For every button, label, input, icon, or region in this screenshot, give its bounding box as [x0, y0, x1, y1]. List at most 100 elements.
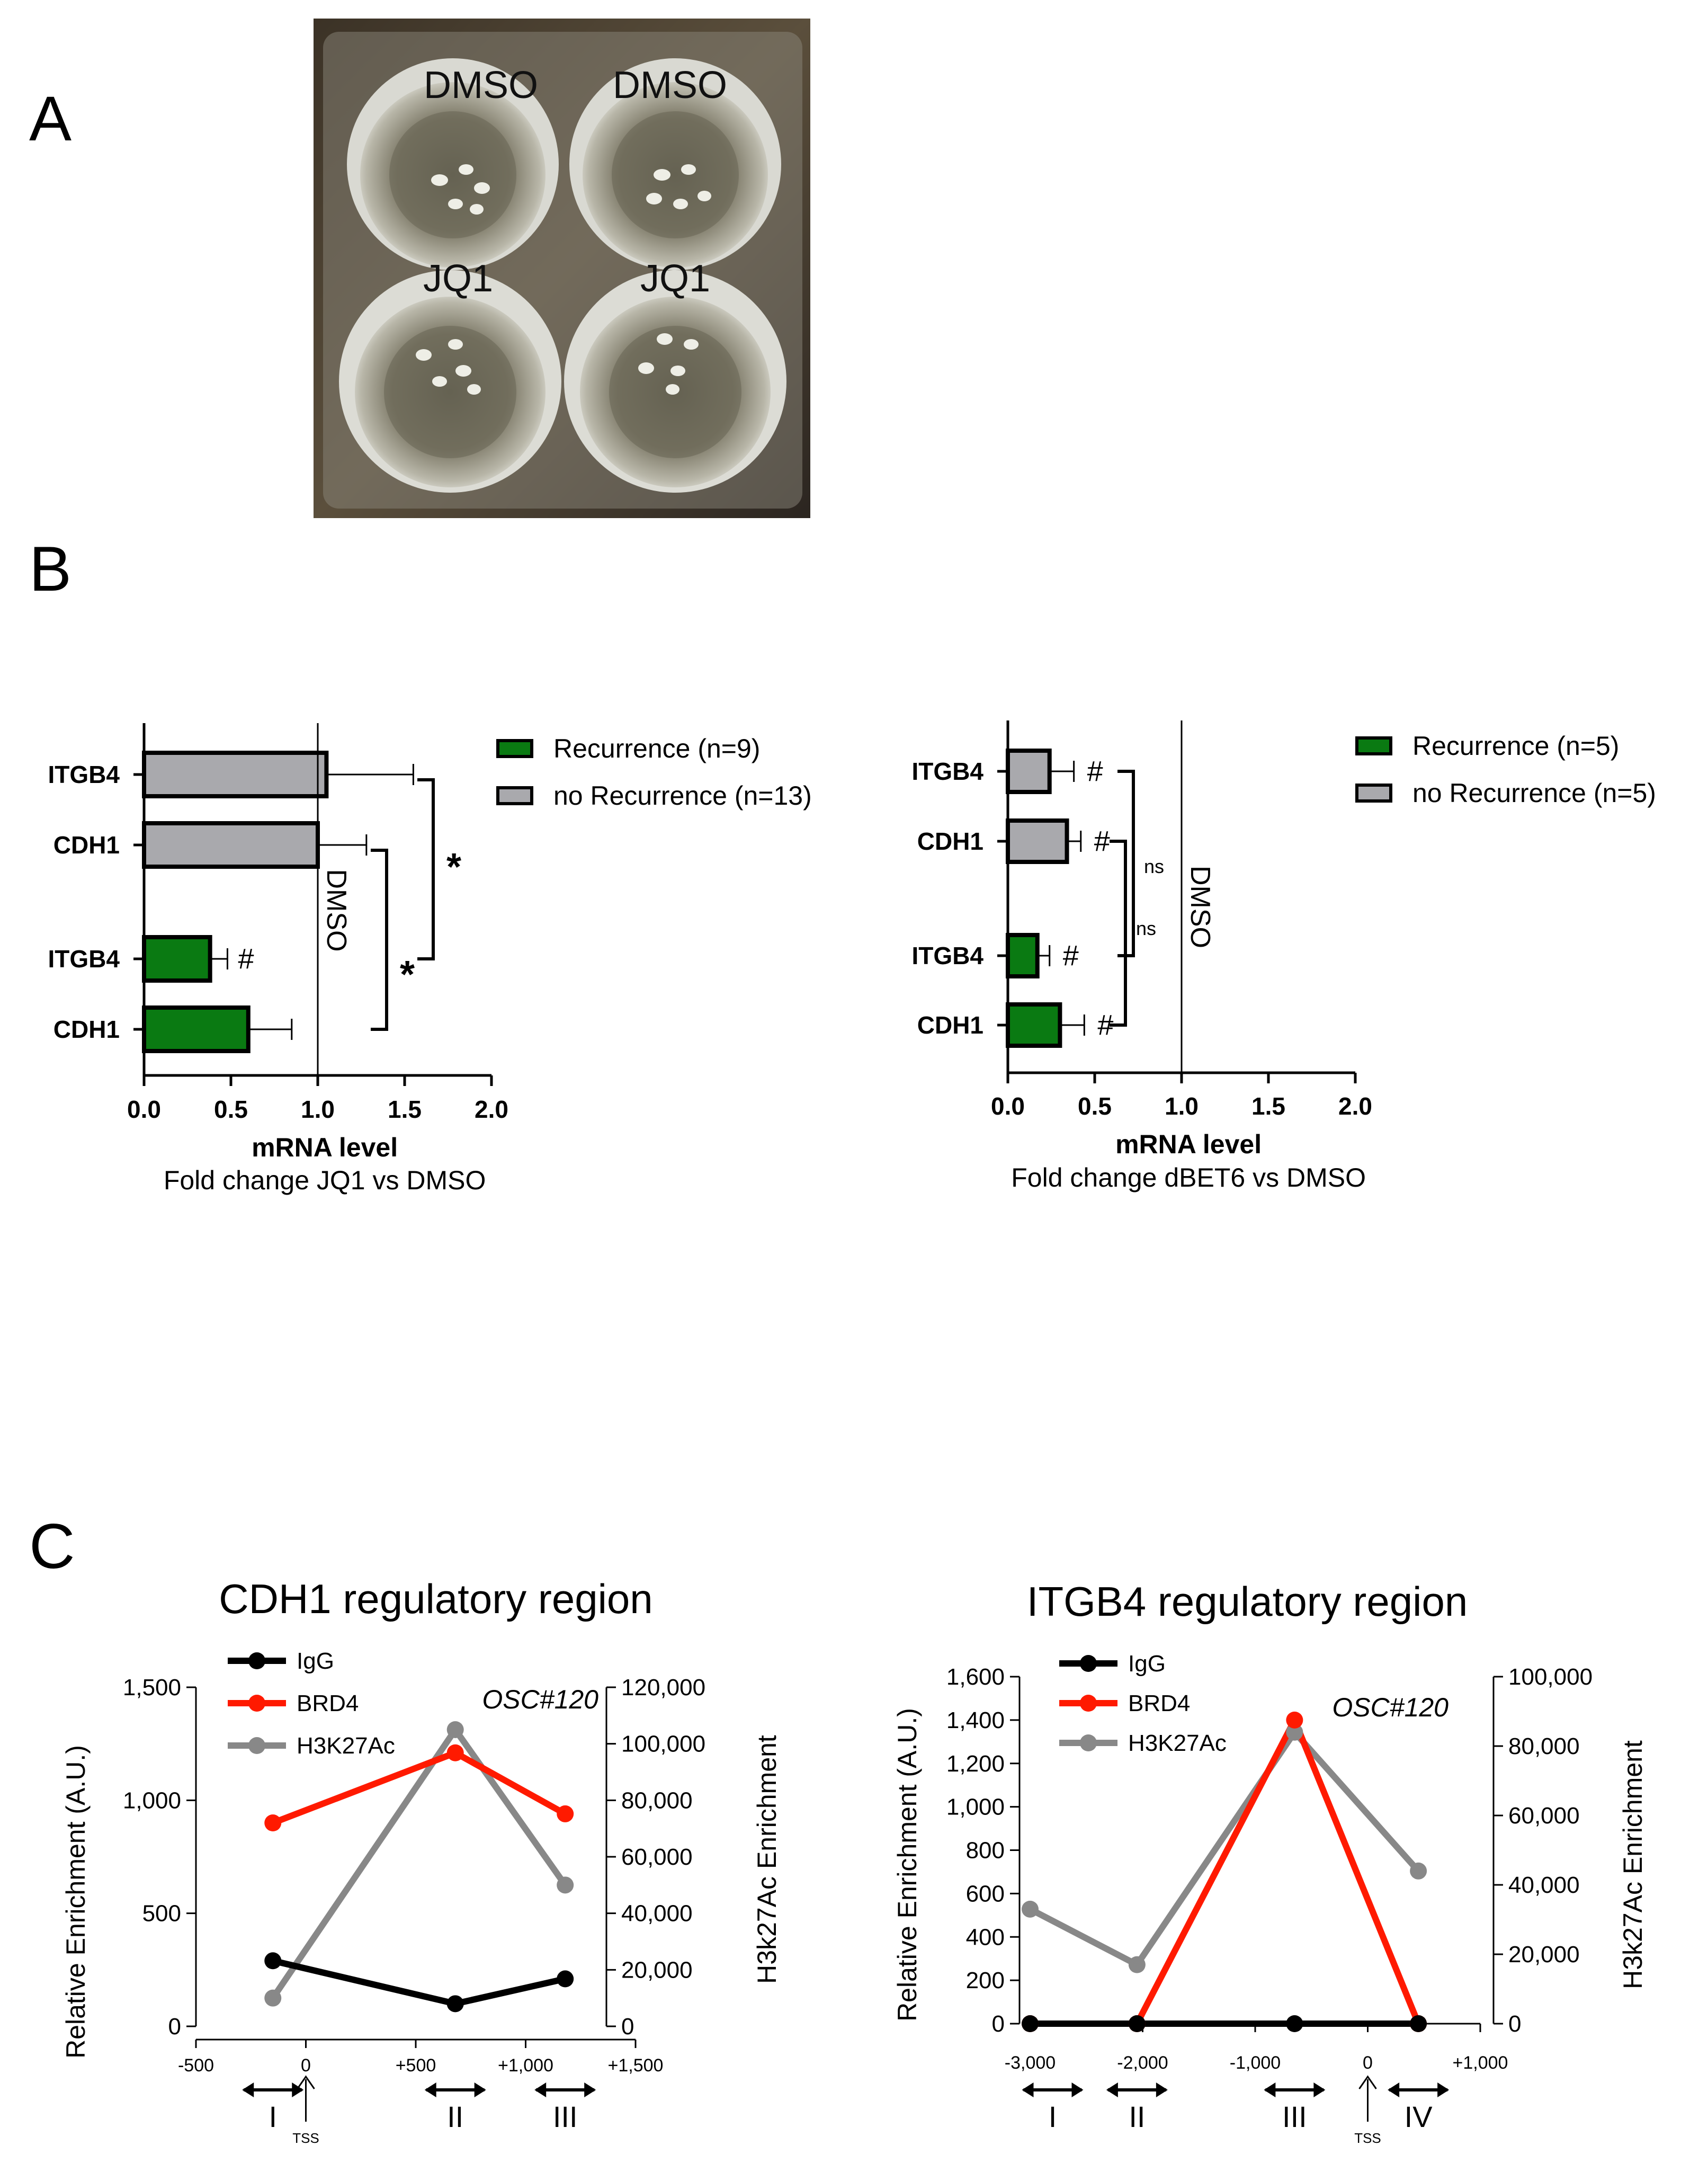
y-tick-label: 200	[966, 1968, 1005, 1993]
x-tick-label: 0.0	[991, 1092, 1025, 1120]
panel-label-b: B	[29, 533, 71, 604]
error-bars	[1037, 761, 1085, 1036]
region-arrow-head-right	[1437, 2082, 1450, 2097]
significance-marker: #	[1094, 825, 1110, 857]
well-bottom-left	[339, 270, 561, 493]
region-arrow-head-right	[584, 2082, 596, 2097]
region-arrow-head-left	[1388, 2082, 1400, 2097]
point-h3k27ac	[446, 1721, 464, 1738]
legend-label-recurrence: Recurrence (n=5)	[1412, 731, 1619, 761]
x-tick-label: 1.5	[1251, 1092, 1285, 1120]
region-label-i: I	[269, 2100, 277, 2133]
point-h3k27ac	[1286, 1723, 1303, 1741]
bar-no-recurrence-n-13-cdh1	[142, 821, 320, 869]
y2-tick-label: 0	[1508, 2011, 1521, 2037]
point-igg	[1286, 2015, 1303, 2032]
x-tick-label: 2.0	[475, 1096, 508, 1123]
axes	[133, 723, 493, 1086]
significance-label: ns	[1136, 918, 1156, 939]
tss-arrow-head	[1358, 2075, 1377, 2089]
point-brd4	[264, 1814, 282, 1831]
x-tick-label: +1,000	[498, 2055, 553, 2076]
y2-tick-label: 80,000	[1508, 1733, 1580, 1759]
x-tick-label: 1.0	[1165, 1092, 1199, 1120]
y-tick-label: 1,400	[946, 1707, 1005, 1733]
chart-title: ITGB4 regulatory region	[1027, 1578, 1468, 1625]
x-tick-label: +1,000	[1453, 2053, 1508, 2073]
line-chart-cdh1: CDH1 regulatory region OSC#120 05001,000…	[61, 1575, 782, 2146]
category-label-itgb4: ITGB4	[912, 942, 984, 969]
category-label-itgb4: ITGB4	[48, 761, 120, 788]
y2-tick-label: 80,000	[621, 1787, 693, 1813]
point-igg	[1128, 2015, 1146, 2032]
reference-label-dmso: DMSO	[1185, 866, 1215, 948]
legend-marker-igg	[1080, 1655, 1097, 1672]
point-h3k27ac	[1022, 1900, 1039, 1918]
legend-swatch-recurrence	[1355, 736, 1392, 755]
y2-tick-label: 0	[621, 2014, 634, 2040]
legend-label-h3k27ac: H3K27Ac	[1128, 1730, 1227, 1756]
markers: ####	[1063, 755, 1114, 1041]
region-arrow-head-left	[242, 2082, 254, 2097]
point-igg	[1022, 2015, 1039, 2032]
legend: Recurrence (n=9) no Recurrence (n=13)	[496, 734, 812, 811]
x-tick-label: +500	[396, 2055, 436, 2076]
x-tick-label: 0.5	[1078, 1092, 1112, 1120]
line-h3k27ac	[1029, 1729, 1421, 1968]
point-h3k27ac	[557, 1876, 574, 1894]
legend-label-igg: IgG	[297, 1648, 334, 1674]
y-tick-label: 1,500	[123, 1675, 181, 1701]
category-label-itgb4: ITGB4	[48, 945, 120, 973]
point-h3k27ac	[1410, 1862, 1427, 1880]
axes	[186, 1686, 637, 2048]
y2-tick-label: 100,000	[1508, 1664, 1593, 1690]
legend-marker-igg	[248, 1652, 265, 1669]
legend-label-no-recurrence: no Recurrence (n=5)	[1412, 778, 1656, 808]
bar-recurrence-n-9-itgb4	[142, 935, 212, 983]
y-tick-label: 0	[992, 2011, 1005, 2037]
y2-tick-label: 40,000	[621, 1901, 693, 1927]
legend-label-igg: IgG	[1128, 1651, 1166, 1677]
line-brd4	[1030, 1716, 1421, 2027]
x-tick-label: +1,500	[608, 2055, 664, 2076]
bar-recurrence-n-9-cdh1	[142, 1005, 251, 1053]
y-tick-label: 1,600	[946, 1664, 1005, 1690]
axes	[1010, 1676, 1503, 2032]
bar-no-recurrence-n-13-itgb4	[142, 751, 329, 798]
tss-label: TSS	[1354, 2130, 1381, 2146]
y2-tick-label: 60,000	[1508, 1803, 1580, 1829]
legend-marker-h3k27ac	[248, 1737, 265, 1754]
y-axis-label: Relative Enrichment (A.U.)	[892, 1708, 922, 2022]
point-brd4	[557, 1805, 574, 1822]
point-igg	[557, 1970, 574, 1988]
region-arrow-head-right	[474, 2082, 486, 2097]
point-igg	[1410, 2015, 1427, 2032]
significance-bracket	[417, 778, 435, 960]
y2-tick-label: 40,000	[1508, 1872, 1580, 1898]
region-arrow-head-right	[292, 2082, 304, 2097]
bars	[142, 751, 329, 1053]
region-label-ii: II	[447, 2100, 463, 2133]
series-points	[1022, 1711, 1427, 2032]
axes	[997, 720, 1357, 1083]
y2-axis-label: H3k27Ac Enrichment	[1618, 1740, 1648, 1989]
y-tick-label: 400	[966, 1924, 1005, 1950]
x-tick-label: -2,000	[1117, 2053, 1168, 2073]
line-chart-itgb4: ITGB4 regulatory region OSC#120 02004006…	[892, 1578, 1648, 2146]
category-label-cdh1: CDH1	[917, 827, 983, 855]
well-label-jq1-left: JQ1	[423, 257, 493, 300]
series-points	[264, 1721, 574, 2013]
legend-label-brd4: BRD4	[297, 1690, 359, 1716]
chart-annotation: OSC#120	[482, 1685, 598, 1714]
